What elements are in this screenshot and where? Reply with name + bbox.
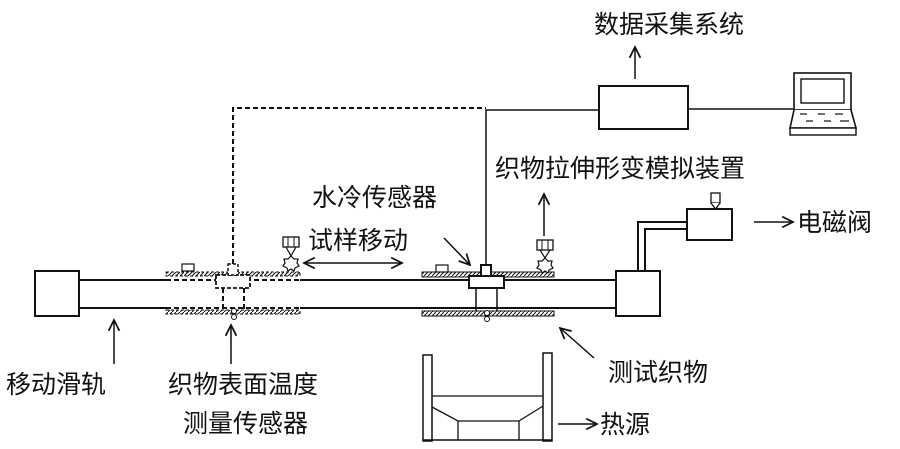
label-moving-rail: 移动滑轨 <box>6 370 106 399</box>
tension-clamp-left <box>282 236 300 272</box>
laptop-icon <box>789 72 858 136</box>
label-water-cooled-sensor: 水冷传感器 <box>312 183 437 212</box>
fabric-holder-previous-position <box>165 263 301 320</box>
water-cooled-sensor <box>468 264 505 322</box>
surface-sensor-signal-wire <box>232 107 486 264</box>
label-sample-movement: 试样移动 <box>308 226 408 255</box>
solenoid-valve <box>637 192 733 271</box>
water-cooled-sensor-signal-wire <box>485 109 599 265</box>
label-test-fabric: 测试织物 <box>608 358 708 387</box>
label-heat-source: 热源 <box>600 410 650 439</box>
arrow-test-fabric <box>560 328 595 359</box>
label-data-acquisition: 数据采集系统 <box>594 10 744 39</box>
arrow-water-cooled-sensor <box>443 237 470 265</box>
data-acquisition-box <box>598 85 689 130</box>
label-surface-temp-sensor-1: 织物表面温度 <box>168 370 318 399</box>
heat-source <box>422 352 553 442</box>
rail <box>79 279 616 309</box>
label-solenoid-valve: 电磁阀 <box>797 208 872 237</box>
label-stretch-device: 织物拉伸形变模拟装置 <box>495 154 745 183</box>
label-surface-temp-sensor-2: 测量传感器 <box>183 409 308 438</box>
rail-end-block-right <box>615 270 661 317</box>
tension-clamp-right <box>536 239 554 274</box>
rail-end-block-left <box>34 270 80 317</box>
